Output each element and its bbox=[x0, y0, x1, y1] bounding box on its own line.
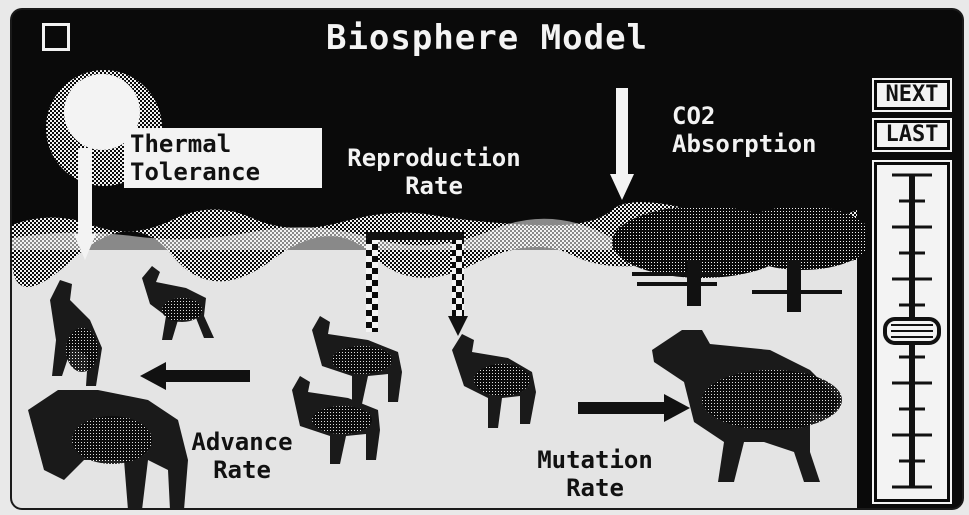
advance-arrow-shaft bbox=[164, 370, 250, 382]
slider-tick bbox=[899, 356, 925, 359]
slider-scale bbox=[877, 165, 947, 499]
reproduction-rate-label[interactable]: Reproduction Rate bbox=[314, 144, 554, 200]
slider[interactable] bbox=[874, 162, 950, 502]
thermal-tolerance-label[interactable]: Thermal Tolerance bbox=[124, 128, 322, 188]
slider-tick bbox=[899, 304, 925, 307]
co2-absorption-label[interactable]: CO2 Absorption bbox=[672, 102, 856, 158]
advance-rate-label[interactable]: Advance Rate bbox=[172, 428, 312, 484]
title-bar: Biosphere Model bbox=[12, 10, 962, 62]
last-button[interactable]: LAST bbox=[874, 120, 950, 150]
reproduction-bar-right bbox=[452, 236, 464, 316]
slider-tick bbox=[892, 174, 932, 177]
mutation-rate-label[interactable]: Mutation Rate bbox=[520, 446, 670, 502]
slider-tick bbox=[892, 278, 932, 281]
co2-arrow-shaft bbox=[616, 88, 628, 176]
slider-tick bbox=[899, 460, 925, 463]
sun-arrow-shaft bbox=[78, 148, 92, 236]
slider-tick bbox=[899, 252, 925, 255]
slider-tick bbox=[899, 200, 925, 203]
slider-tick bbox=[892, 226, 932, 229]
slider-handle-icon[interactable] bbox=[885, 319, 939, 343]
slider-tick bbox=[892, 486, 932, 489]
mutation-arrow-shaft bbox=[578, 402, 666, 414]
next-button[interactable]: NEXT bbox=[874, 80, 950, 110]
reproduction-bar-left bbox=[366, 236, 378, 332]
slider-tick bbox=[899, 408, 925, 411]
scene-illustration bbox=[12, 10, 962, 508]
slider-tick bbox=[892, 434, 932, 437]
co2-arrow-head bbox=[610, 174, 634, 200]
control-panel: NEXT LAST bbox=[866, 76, 956, 506]
biosphere-window: Biosphere Model Thermal Tolerance Reprod… bbox=[12, 10, 962, 508]
window-title: Biosphere Model bbox=[12, 18, 962, 58]
slider-tick bbox=[892, 382, 932, 385]
